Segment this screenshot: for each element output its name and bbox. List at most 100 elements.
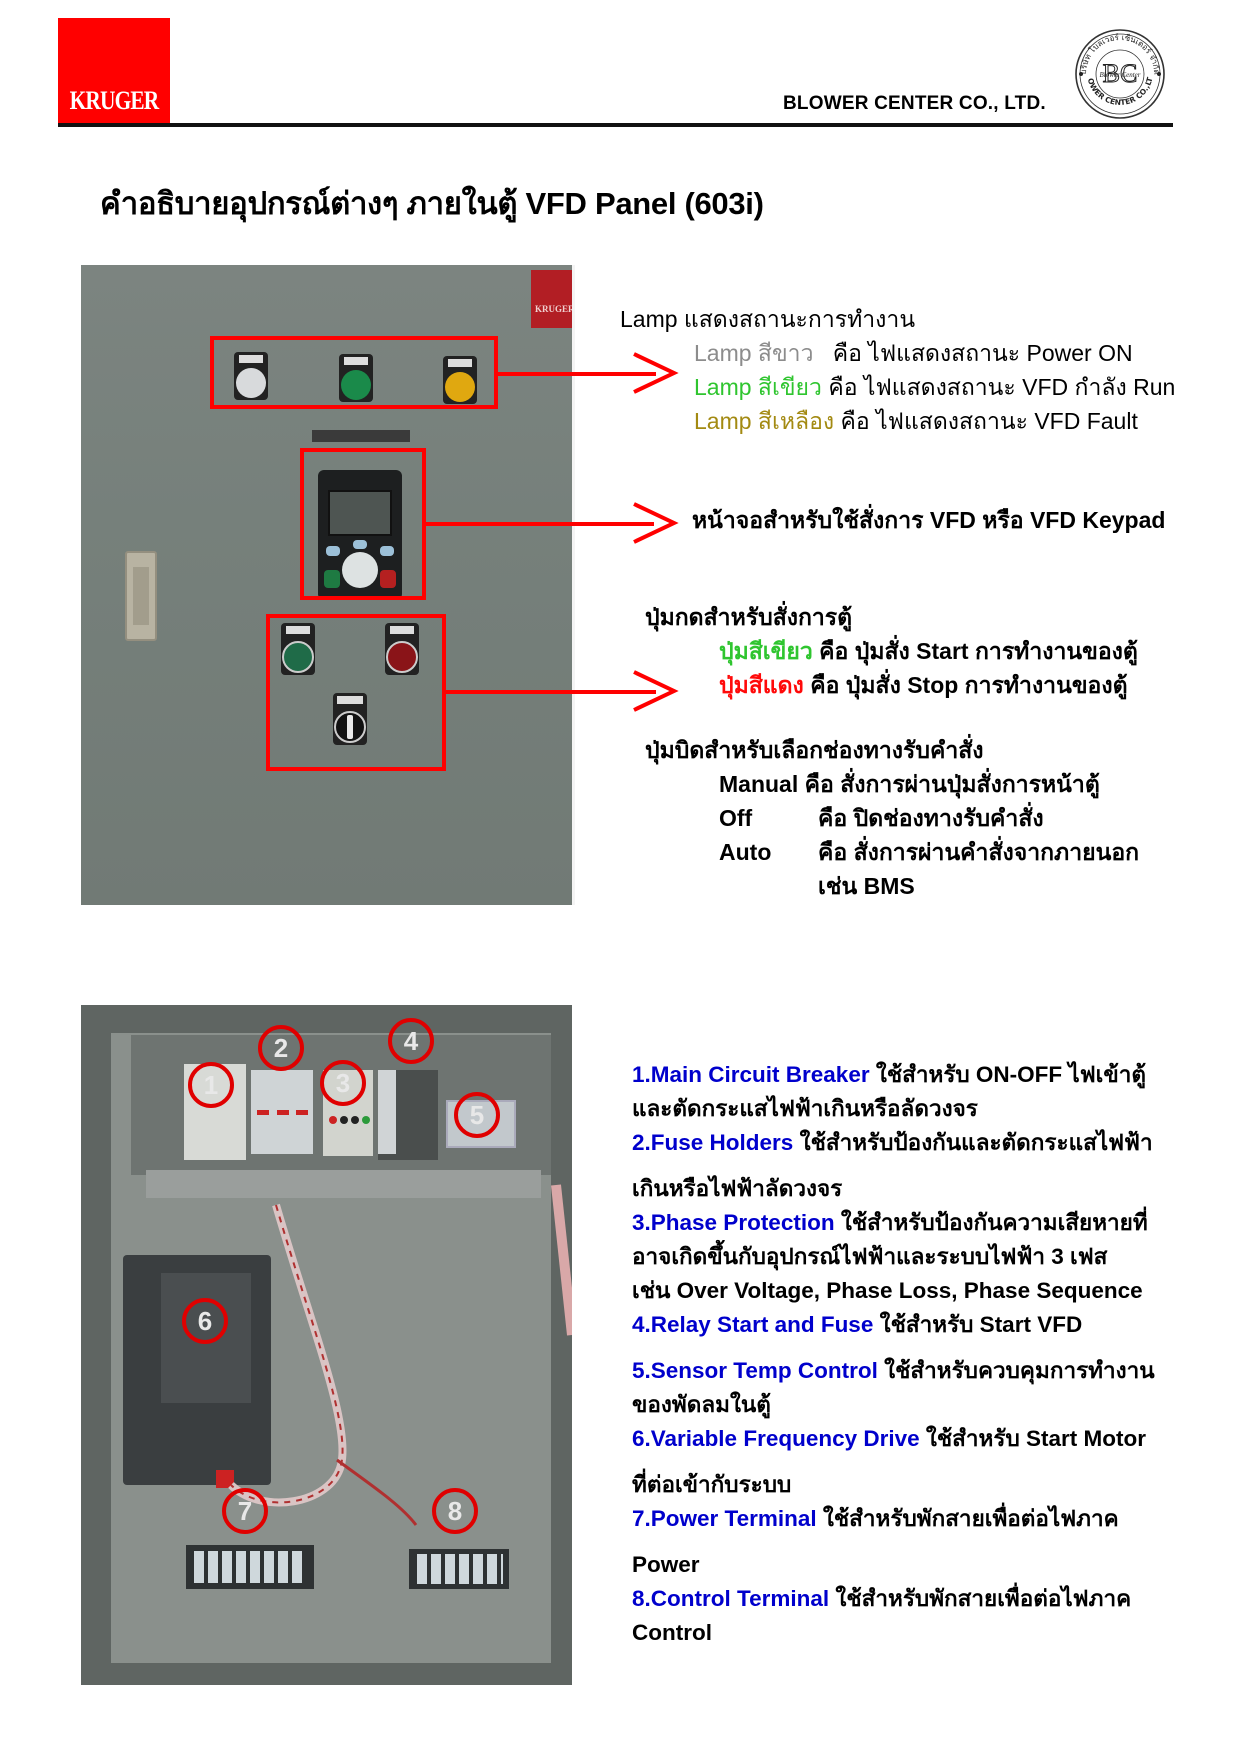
keypad-description: หน้าจอสำหรับใช้สั่งการ VFD หรือ VFD Keyp… <box>692 507 1166 533</box>
header-divider <box>58 123 1173 127</box>
component-item-8: 8.Control Terminal ใช้สำหรับพักสายเพื่อต… <box>632 1582 1222 1650</box>
lamp-yellow <box>443 356 477 404</box>
lamp-item-yellow: Lamp สีเหลือง คือ ไฟแสดงสถานะ VFD Fault <box>620 404 1175 438</box>
component-desc-2: ใช้สำหรับป้องกันและตัดกระแสไฟฟ้า <box>799 1130 1153 1155</box>
lamp-label-white: Lamp สีขาว <box>694 340 814 366</box>
component-title-5: 5.Sensor Temp Control <box>632 1358 878 1383</box>
relay-start-and-fuse <box>378 1070 438 1160</box>
selector-desc-auto-cont: เช่น BMS <box>818 873 915 899</box>
component-title-8: 8.Control Terminal <box>632 1586 830 1611</box>
marker-3: 3 <box>320 1060 366 1106</box>
panel-brand-sticker: KRUGER <box>531 270 575 328</box>
selector-mode-manual: Manual <box>719 771 799 797</box>
page-title: คำอธิบายอุปกรณ์ต่างๆ ภายในตู้ VFD Panel … <box>100 186 764 221</box>
blower-center-stamp-logo: บริษัท โบลเวอร์ เซ็นเตอร์ จำกัด BLOWER C… <box>1072 22 1165 119</box>
component-item-3: 3.Phase Protection ใช้สำหรับป้องกันความเ… <box>632 1206 1222 1308</box>
marker-7: 7 <box>222 1488 268 1534</box>
component-list: 1.Main Circuit Breaker ใช้สำหรับ ON-OFF … <box>632 1058 1222 1650</box>
lamp-desc-green: คือ ไฟแสดงสถานะ VFD กำลัง Run <box>828 374 1176 400</box>
lamp-green <box>339 354 373 402</box>
marker-8: 8 <box>432 1488 478 1534</box>
component-title-7: 7.Power Terminal <box>632 1506 817 1531</box>
component-desc-6: ใช้สำหรับ Start Motor <box>925 1426 1146 1451</box>
marker-5: 5 <box>454 1092 500 1138</box>
wire-duct <box>146 1170 541 1198</box>
button-label-green: ปุ่มสีเขียว <box>719 638 813 664</box>
buttons-heading: ปุ่มกดสำหรับสั่งการตู้ <box>645 604 853 630</box>
selector-desc-auto: คือ สั่งการผ่านคำสั่งจากภายนอก <box>818 839 1140 865</box>
selector-item-off: Off คือ ปิดช่องทางรับคำสั่ง <box>645 801 1139 835</box>
marker-6: 6 <box>182 1298 228 1344</box>
marker-4: 4 <box>388 1018 434 1064</box>
component-desc-3-cont: อาจเกิดขึ้นกับอุปกรณ์ไฟฟ้าและระบบไฟฟ้า 3… <box>632 1244 1108 1269</box>
selector-description: ปุ่มบิดสำหรับเลือกช่องทางรับคำสั่ง Manua… <box>645 733 1139 903</box>
keypad-nav-wheel <box>342 552 378 588</box>
lamp-white <box>234 352 268 400</box>
component-desc-3: ใช้สำหรับป้องกันความเสียหายที่ <box>840 1210 1148 1235</box>
component-item-5: 5.Sensor Temp Control ใช้สำหรับควบคุมการ… <box>632 1354 1222 1422</box>
control-cables <box>228 1184 572 1526</box>
panel-brand-sticker-text: KRUGER <box>535 304 575 314</box>
front-panel-photo: KRUGER <box>81 265 575 905</box>
kruger-logo: KRUGER <box>58 18 170 124</box>
lamp-desc-yellow: คือ ไฟแสดงสถานะ VFD Fault <box>840 408 1138 434</box>
lamps-arrow-icon <box>633 352 679 394</box>
button-desc-red: คือ ปุ่มสั่ง Stop การทำงานของตู้ <box>810 672 1128 698</box>
lamp-label-yellow: Lamp สีเหลือง <box>694 408 835 434</box>
component-title-1: 1.Main Circuit Breaker <box>632 1062 870 1087</box>
component-desc-6-cont: ที่ต่อเข้ากับระบบ <box>632 1472 792 1497</box>
stamp-center-text: Blower Center <box>1099 71 1140 79</box>
marker-2: 2 <box>258 1025 304 1071</box>
keypad-screen <box>328 490 392 536</box>
component-desc-7: ใช้สำหรับพักสายเพื่อต่อไฟภาค <box>822 1506 1119 1531</box>
component-desc-7-cont: Power <box>632 1552 700 1577</box>
selector-item-auto: Auto คือ สั่งการผ่านคำสั่งจากภายนอก <box>645 835 1139 869</box>
component-desc-1: ใช้สำหรับ ON-OFF ไฟเข้าตู้ <box>875 1062 1146 1087</box>
selector-desc-off: คือ ปิดช่องทางรับคำสั่ง <box>818 805 1044 831</box>
selector-mode-off: Off <box>719 805 753 831</box>
vfd-keypad <box>318 470 402 600</box>
keypad-highlight-box <box>300 448 426 600</box>
fuse-holders <box>251 1070 313 1154</box>
buttons-connector-line <box>446 690 656 694</box>
door-latch <box>125 551 157 641</box>
lamps-heading: Lamp แสดงสถานะการทำงาน <box>620 306 916 332</box>
selector-switch <box>333 693 367 745</box>
lamps-description: Lamp แสดงสถานะการทำงาน Lamp สีขาว คือ ไฟ… <box>620 302 1175 438</box>
lamps-connector-line <box>498 372 656 376</box>
keypad-connector-line <box>426 522 654 526</box>
stop-button-red <box>385 623 419 675</box>
component-title-2: 2.Fuse Holders <box>632 1130 794 1155</box>
component-item-1: 1.Main Circuit Breaker ใช้สำหรับ ON-OFF … <box>632 1058 1222 1126</box>
button-item-green: ปุ่มสีเขียว คือ ปุ่มสั่ง Start การทำงานข… <box>645 634 1138 668</box>
selector-mode-auto: Auto <box>719 839 772 865</box>
lamps-highlight-box <box>210 336 498 409</box>
component-item-4: 4.Relay Start and Fuse ใช้สำหรับ Start V… <box>632 1308 1222 1342</box>
buttons-highlight-box <box>266 614 446 771</box>
lamp-item-white: Lamp สีขาว คือ ไฟแสดงสถานะ Power ON <box>620 336 1175 370</box>
component-desc-3-cont2: เช่น Over Voltage, Phase Loss, Phase Seq… <box>632 1278 1143 1303</box>
button-desc-green: คือ ปุ่มสั่ง Start การทำงานของตู้ <box>819 638 1138 664</box>
component-desc-4: ใช้สำหรับ Start VFD <box>879 1312 1083 1337</box>
keypad-stop-key <box>380 570 396 588</box>
component-desc-5-cont: ของพัดลมในตู้ <box>632 1392 771 1417</box>
component-title-4: 4.Relay Start and Fuse <box>632 1312 874 1337</box>
control-terminal-block <box>409 1549 509 1589</box>
start-button-green <box>281 623 315 675</box>
component-title-6: 6.Variable Frequency Drive <box>632 1426 920 1451</box>
keypad-arrow-icon <box>633 502 679 544</box>
component-desc-8: ใช้สำหรับพักสายเพื่อต่อไฟภาค <box>835 1586 1132 1611</box>
kruger-logo-text: KRUGER <box>69 86 159 115</box>
lamp-desc-white: คือ ไฟแสดงสถานะ Power ON <box>832 340 1133 366</box>
power-terminal-block <box>186 1545 314 1589</box>
marker-1: 1 <box>188 1062 234 1108</box>
lamp-label-green: Lamp สีเขียว <box>694 374 822 400</box>
component-item-2: 2.Fuse Holders ใช้สำหรับป้องกันและตัดกระ… <box>632 1126 1222 1206</box>
selector-desc-manual: คือ สั่งการผ่านปุ่มสั่งการหน้าตู้ <box>804 771 1100 797</box>
component-desc-1-cont: และตัดกระแสไฟฟ้าเกินหรือลัดวงจร <box>632 1096 978 1121</box>
stamp-monogram: BC <box>1103 59 1138 88</box>
component-title-3: 3.Phase Protection <box>632 1210 835 1235</box>
company-name: BLOWER CENTER CO., LTD. <box>783 93 1046 114</box>
selector-item-manual: Manual คือ สั่งการผ่านปุ่มสั่งการหน้าตู้ <box>645 767 1139 801</box>
component-item-7: 7.Power Terminal ใช้สำหรับพักสายเพื่อต่อ… <box>632 1502 1222 1582</box>
